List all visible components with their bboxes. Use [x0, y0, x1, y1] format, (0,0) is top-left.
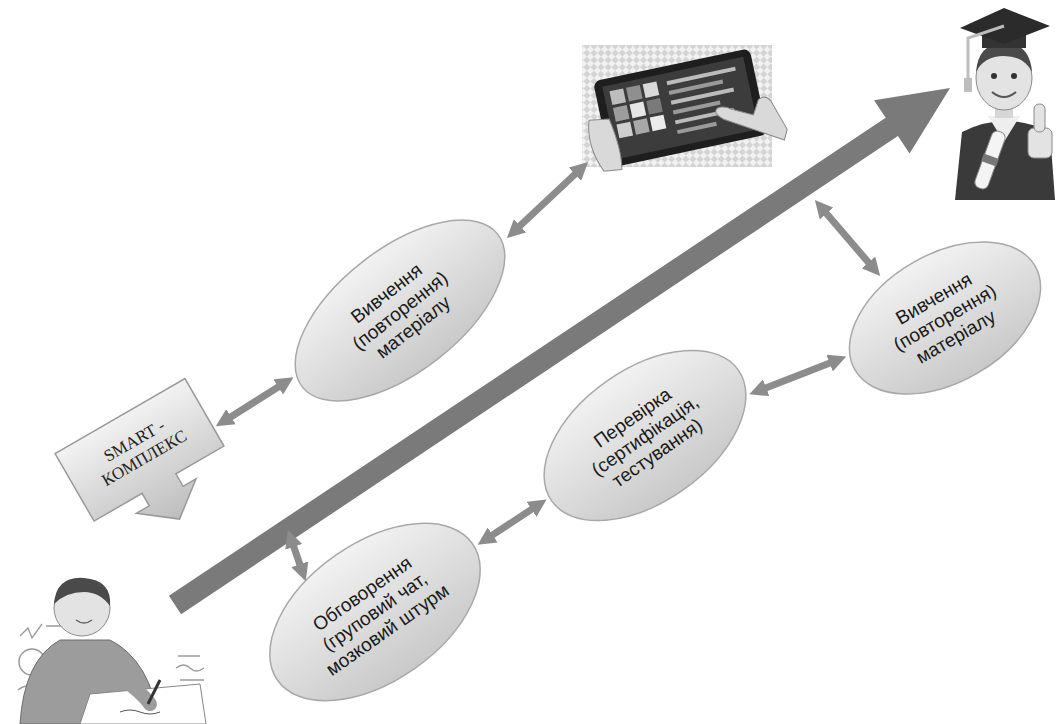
double-arrow	[230, 386, 280, 418]
stage-ellipse: Перевірка (сертифікація, тестування)	[512, 314, 778, 557]
stage-ellipse: Вивчення (повторення) матеріалу	[822, 209, 1059, 427]
double-arrow	[293, 545, 300, 566]
callout-outline	[55, 379, 244, 557]
ellipse-outline	[264, 185, 535, 435]
graduate-illustration	[955, 8, 1055, 200]
stage-ellipse: Обговорення (груповий чат, мозковий штур…	[237, 486, 514, 724]
double-arrow	[491, 508, 533, 536]
double-arrow	[825, 212, 869, 264]
node-outline	[55, 379, 245, 558]
progress-arrow	[169, 88, 950, 614]
callout-shape: SMART - КОМПЛЕКС	[55, 379, 245, 558]
ellipse-outline	[238, 487, 512, 724]
ellipse-outline	[823, 211, 1059, 426]
tablet-illustration	[578, 44, 789, 179]
ellipse-outline	[513, 315, 776, 555]
double-arrow	[765, 362, 832, 388]
double-arrow	[519, 173, 577, 227]
stage-ellipse: Вивчення (повторення) матеріалу	[263, 184, 537, 436]
